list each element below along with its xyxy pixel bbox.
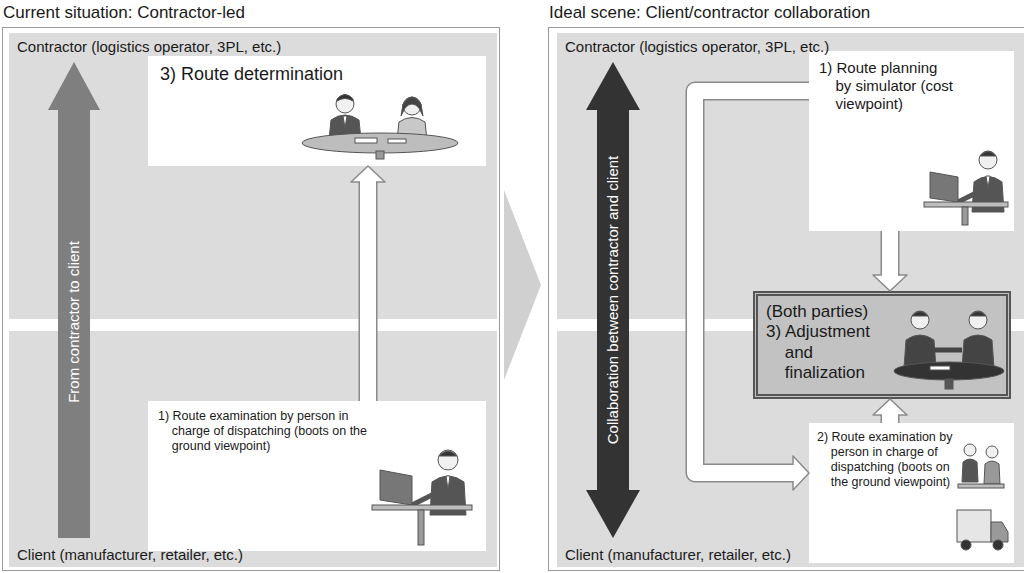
contractor-band: Contractor (logistics operator, 3PL, etc…	[557, 33, 1024, 319]
band-label: Client (manufacturer, retailer, etc.)	[17, 546, 489, 564]
band-label: Client (manufacturer, retailer, etc.)	[565, 546, 1017, 564]
party-label: (Both parties)	[766, 302, 894, 322]
process-box: 1) Route examination by person in charge…	[148, 401, 486, 551]
step-label: 2) Route examination by person in charge…	[817, 430, 962, 490]
step-label: 1) Route examination by person in charge…	[158, 409, 373, 454]
transition-chevron	[504, 190, 541, 380]
team-truck-illustration	[957, 444, 1008, 550]
dispatcher-illustration	[372, 450, 472, 545]
step-label: 1) Route planning by simulator (cost vie…	[819, 59, 954, 113]
handshake-illustration	[894, 311, 1004, 389]
band-label: Contractor (logistics operator, 3PL, etc…	[565, 38, 1017, 56]
hollow-arrow	[873, 399, 907, 423]
process-box: 1) Route planning by simulator (cost vie…	[809, 51, 1014, 231]
process-box: 2) Route examination by person in charge…	[809, 423, 1014, 563]
client-band: Client (manufacturer, retailer, etc.) 1) …	[9, 331, 497, 567]
contractor-band: Contractor (logistics operator, 3PL, etc…	[9, 33, 497, 319]
arrow-label: From contractor to client	[65, 122, 83, 522]
arrow-label: Collaboration between contractor and cli…	[604, 110, 622, 490]
panel-title: Current situation: Contractor-led	[3, 3, 499, 23]
decision-box: (Both parties)3) Adjustment and finaliza…	[753, 291, 1011, 399]
planner-illustration	[924, 151, 1008, 225]
hollow-arrow	[873, 231, 907, 291]
step-label: 3) Route determination	[160, 64, 380, 86]
process-box: 3) Route determination	[148, 56, 486, 166]
band-label: Contractor (logistics operator, 3PL, etc…	[17, 38, 489, 56]
hollow-arrow	[695, 91, 809, 490]
step-label: 3) Adjustment and finalization	[766, 322, 894, 383]
panel-title: Ideal scene: Client/contractor collabora…	[549, 3, 1024, 23]
double-arrow	[586, 62, 640, 538]
direction-arrow	[48, 62, 100, 538]
meeting-illustration	[302, 95, 458, 160]
hollow-arrow	[351, 166, 385, 401]
